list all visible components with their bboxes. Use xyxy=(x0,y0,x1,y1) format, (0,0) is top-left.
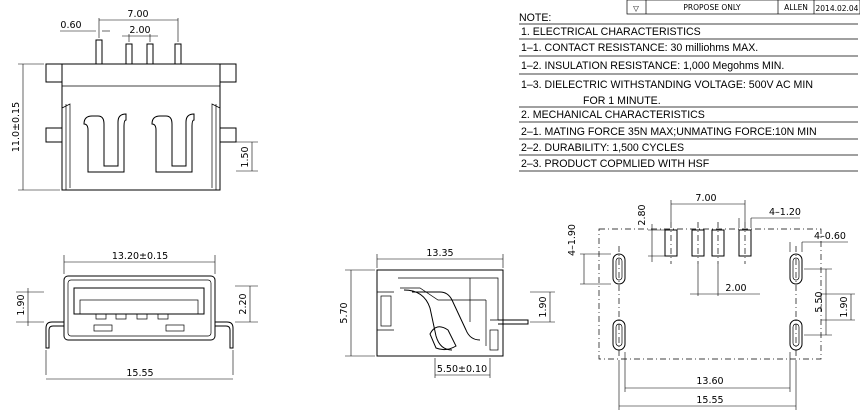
title-block: ▽ PROPOSE ONLY ALLEN 2014.02.04 xyxy=(626,0,860,15)
note-line-5: FOR 1 MINUTE. xyxy=(583,95,661,107)
note-line-8: 2–2. DURABILITY: 1,500 CYCLES xyxy=(521,142,684,154)
status-label: PROPOSE ONLY xyxy=(683,3,741,12)
rev-symbol: ▽ xyxy=(633,4,639,13)
dim-side-height: 5.70 xyxy=(339,302,350,323)
date-label: 2014.02.04 xyxy=(816,4,859,13)
dim-body-width: 13.20±0.15 xyxy=(112,251,168,262)
fp-pitch: 2.00 xyxy=(725,283,746,294)
dim-pin-span: 7.00 xyxy=(127,9,148,20)
fp-slot-vert: 5.50 xyxy=(814,291,825,312)
dim-pin-edge: 0.60 xyxy=(60,20,81,31)
fp-outer-width: 15.55 xyxy=(696,395,723,406)
dim-lead-pos: 5.50±0.10 xyxy=(437,364,487,375)
note-line-2: 1–1. CONTACT RESISTANCE: 30 milliohms MA… xyxy=(521,42,758,54)
dim-lead-h: 1.90 xyxy=(538,296,549,317)
front-view: 13.20±0.15 15.55 1.90 2.20 xyxy=(16,251,258,380)
note-line-9: 2–3. PRODUCT COPMLIED WITH HSF xyxy=(521,158,710,170)
top-view: 7.00 0.60 2.00 11.0±0.15 1.50 xyxy=(11,9,258,191)
fp-slot-w: 4–0.60 xyxy=(814,231,846,242)
dim-height: 11.0±0.15 xyxy=(11,102,22,152)
fp-edge: 1.90 xyxy=(839,296,850,317)
dim-pin-pitch: 2.00 xyxy=(129,25,150,36)
dim-total-width: 15.55 xyxy=(126,368,153,379)
fp-inner-width: 13.60 xyxy=(696,376,723,387)
notes-heading: NOTE: xyxy=(519,12,551,24)
side-view: 13.35 5.70 1.90 5.50±0.10 xyxy=(339,248,555,378)
note-line-6: 2. MECHANICAL CHARACTERISTICS xyxy=(521,109,705,121)
fp-pad-width: 4–1.20 xyxy=(769,207,801,218)
fp-pin-span: 7.00 xyxy=(695,193,716,204)
footprint-view: 7.00 2.80 4–1.20 4–1.90 4–0.60 2.00 5.50… xyxy=(567,193,855,410)
drawn-by: ALLEN xyxy=(784,3,808,12)
dim-tab: 1.50 xyxy=(240,146,251,167)
note-line-7: 2–1. MATING FORCE 35N MAX;UNMATING FORCE… xyxy=(521,126,817,138)
dim-length: 13.35 xyxy=(426,248,453,259)
notes-block: NOTE: 1. ELECTRICAL CHARACTERISTICS 1–1.… xyxy=(519,12,858,172)
note-line-1: 1. ELECTRICAL CHARACTERISTICS xyxy=(521,26,701,38)
note-line-3: 1–2. INSULATION RESISTANCE: 1,000 Megohm… xyxy=(521,60,784,72)
fp-pad-height: 2.80 xyxy=(637,204,648,225)
note-line-4: 1–3. DIELECTRIC WITHSTANDING VOLTAGE: 50… xyxy=(521,79,813,91)
fp-slot-h: 4–1.90 xyxy=(567,224,578,256)
dim-right-h: 2.20 xyxy=(238,293,249,314)
dim-left-h: 1.90 xyxy=(16,294,27,315)
